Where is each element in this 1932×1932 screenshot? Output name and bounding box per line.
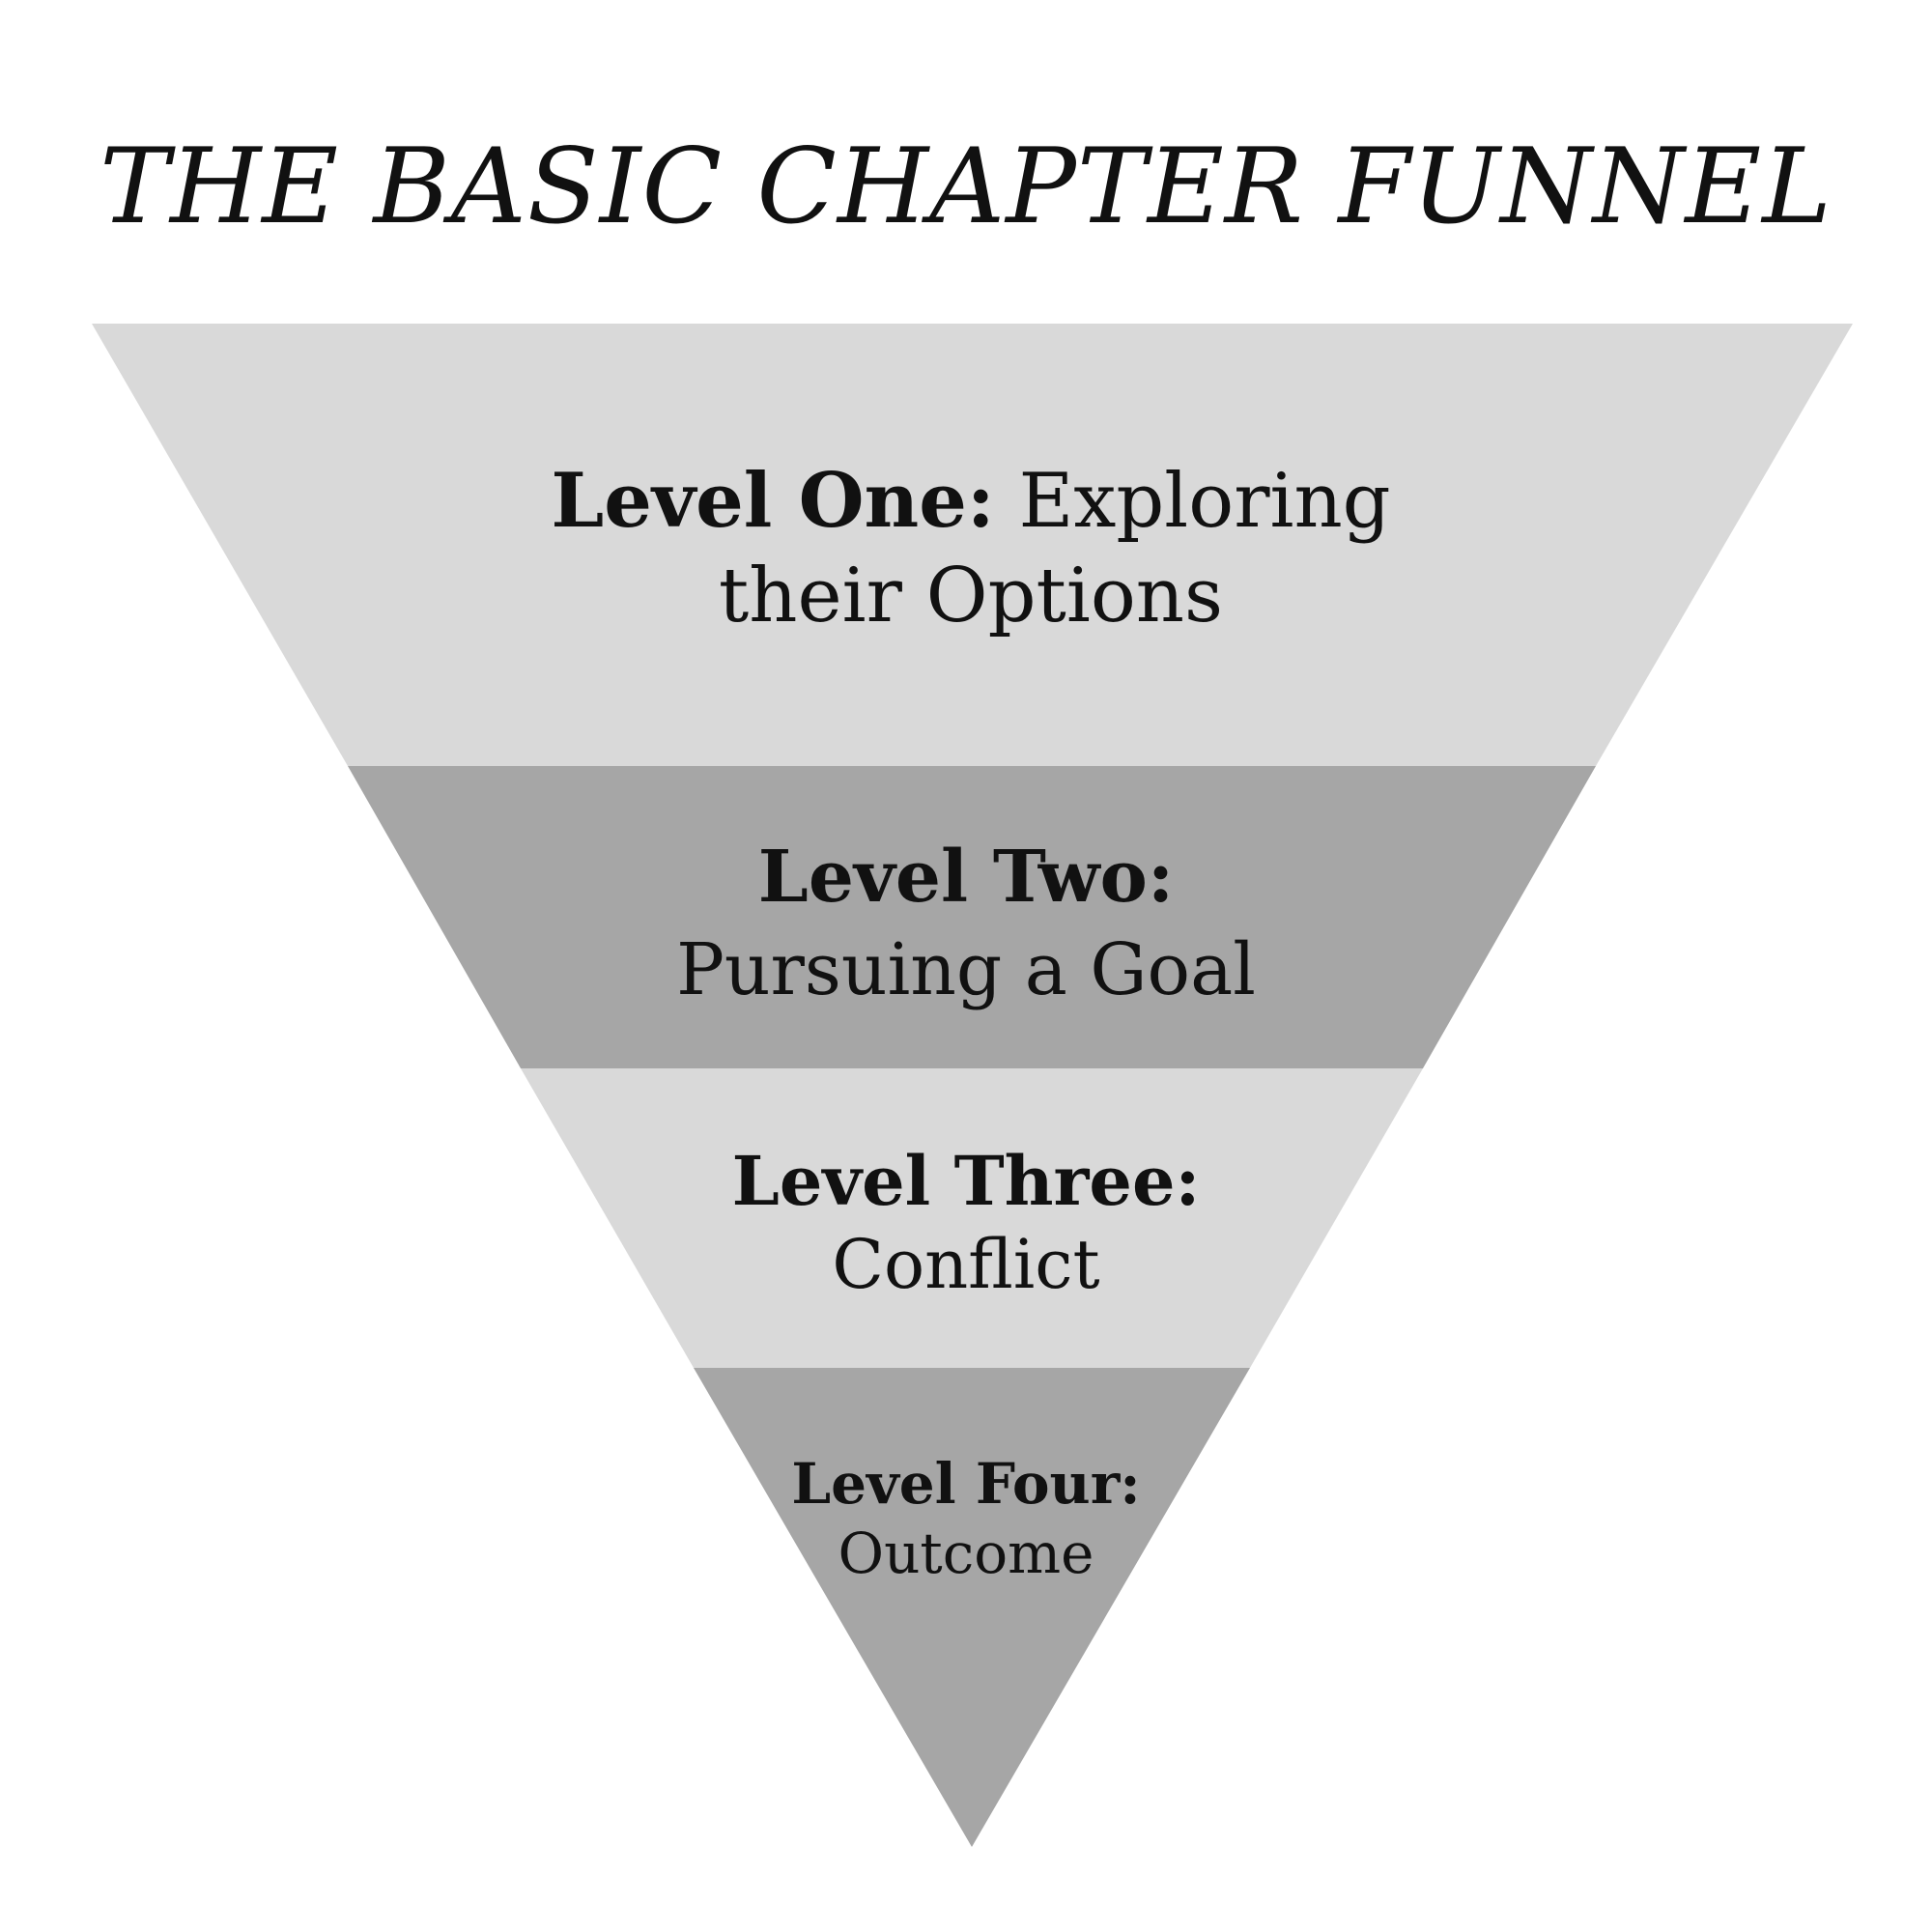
level-one-text: Exploring [1018,458,1391,545]
funnel-band-level-four [694,1368,1250,1847]
level-one-label: Level One: Exploring their Options [483,454,1459,643]
level-four-heading: Level Four: [791,1451,1141,1517]
level-two-label: Level Two: Pursuing a Goal [541,831,1391,1016]
level-three-text: Conflict [832,1225,1100,1304]
funnel-band-level-one [92,324,1853,766]
diagram-title: THE BASIC CHAPTER FUNNEL [99,127,1833,247]
level-two-heading: Level Two: [757,836,1175,919]
level-one-heading: Level One: [551,457,995,545]
level-four-label: Level Four: Outcome [734,1449,1198,1588]
level-one-text-line-two: their Options [718,553,1224,639]
level-four-text: Outcome [838,1520,1094,1586]
funnel-band-level-two [348,766,1596,1068]
funnel-band-level-three [521,1068,1423,1368]
level-two-text: Pursuing a Goal [676,928,1256,1011]
level-three-label: Level Three: Conflict [618,1140,1314,1306]
level-three-heading: Level Three: [731,1141,1201,1221]
